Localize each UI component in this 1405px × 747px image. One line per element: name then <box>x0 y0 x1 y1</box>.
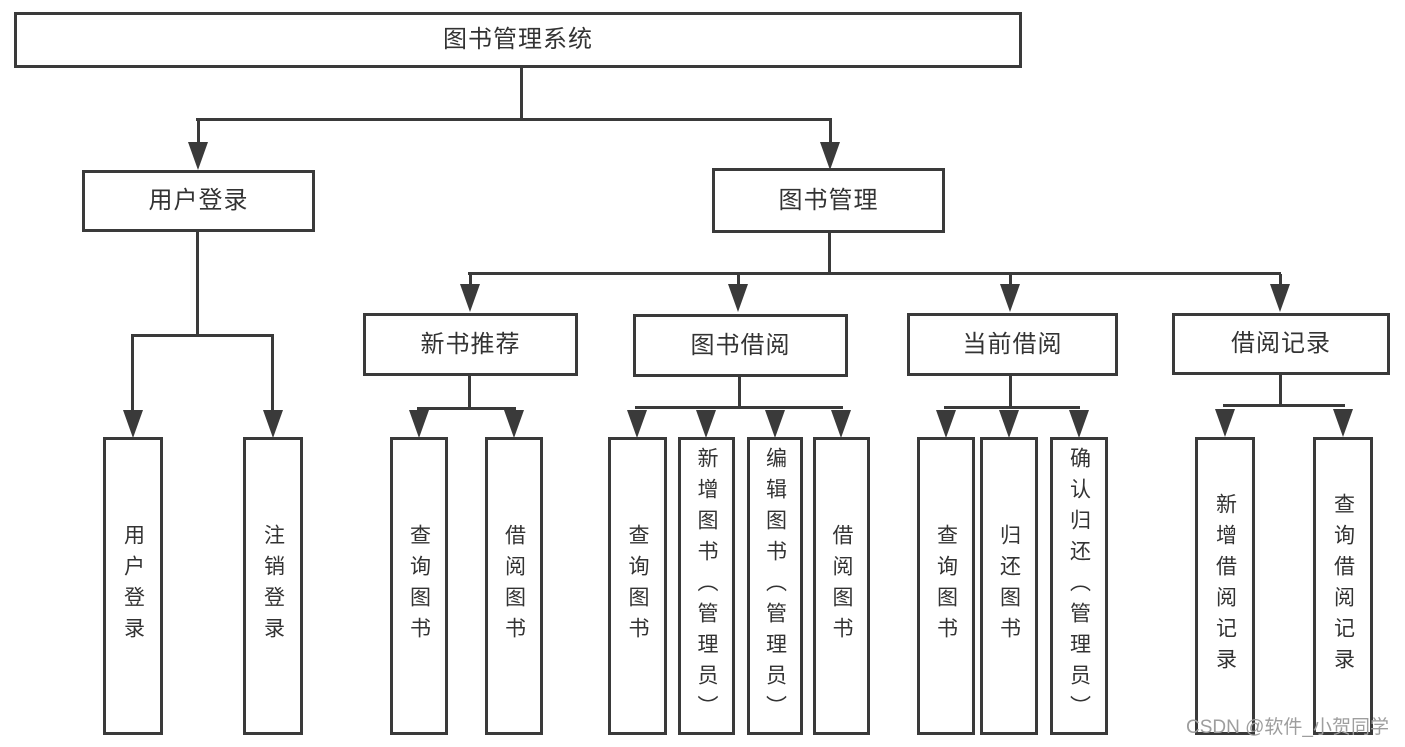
connector-book-borrow-rail <box>635 406 843 409</box>
connector-drop-current-borrow <box>1009 274 1012 286</box>
arrowhead-book-mgmt <box>820 142 840 170</box>
node-current-borrow-label: 当前借阅 <box>962 330 1063 358</box>
leaf-query-book-3-label: 查询图书 <box>934 524 958 648</box>
node-user-login-label: 用户登录 <box>148 187 249 214</box>
leaf-query-book-3: 查询图书 <box>917 437 975 735</box>
leaf-user-login: 用户登录 <box>103 437 163 735</box>
leaf-return-book-label: 归还图书 <box>997 524 1021 648</box>
leaf-add-book-admin-label: 新增图书（管理员） <box>695 446 718 726</box>
node-root: 图书管理系统 <box>14 12 1022 68</box>
node-current-borrow: 当前借阅 <box>907 313 1118 376</box>
arrowhead-borrow-record <box>1270 284 1290 312</box>
connector-drop-leaf-logout <box>271 336 274 412</box>
arrowhead-user-login <box>188 142 208 170</box>
node-book-management: 图书管理 <box>712 168 945 233</box>
leaf-user-login-label: 用户登录 <box>121 524 145 648</box>
connector-drop-leaf-user-login <box>131 336 134 412</box>
connector-current-borrow-rail <box>944 406 1080 409</box>
connector-book-mgmt-stem <box>828 233 831 275</box>
node-root-label: 图书管理系统 <box>443 26 593 53</box>
leaf-query-book-1: 查询图书 <box>390 437 448 735</box>
node-book-management-label: 图书管理 <box>778 186 879 214</box>
leaf-query-borrow-record: 查询借阅记录 <box>1313 437 1373 735</box>
leaf-return-book: 归还图书 <box>980 437 1038 735</box>
leaf-logout-label: 注销登录 <box>261 524 285 648</box>
leaf-add-borrow-record: 新增借阅记录 <box>1195 437 1255 735</box>
node-new-book-recommend-label: 新书推荐 <box>420 330 521 358</box>
watermark: CSDN @软件_小贺同学 <box>1186 717 1389 738</box>
arrowhead-leaf-query-book-2 <box>627 410 647 438</box>
leaf-confirm-return-admin-label: 确认归还（管理员） <box>1067 446 1091 726</box>
arrowhead-leaf-borrow-book-2 <box>831 410 851 438</box>
connector-current-borrow-stem <box>1009 376 1012 409</box>
arrowhead-leaf-add-record <box>1215 409 1235 437</box>
connector-drop-user-login <box>197 120 200 144</box>
connector-drop-new-book-rec <box>469 274 472 286</box>
connector-borrow-records-stem <box>1279 375 1282 407</box>
leaf-edit-book-admin-label: 编辑图书（管理员） <box>763 446 787 726</box>
connector-root-rail <box>196 118 832 121</box>
leaf-edit-book-admin: 编辑图书（管理员） <box>747 437 803 735</box>
arrowhead-leaf-edit-book <box>765 410 785 438</box>
node-user-login: 用户登录 <box>82 170 315 232</box>
leaf-confirm-return-admin: 确认归还（管理员） <box>1050 437 1108 735</box>
connector-drop-borrow-record <box>1279 274 1282 286</box>
leaf-borrow-book-1-label: 借阅图书 <box>502 524 526 648</box>
arrowhead-new-book-rec <box>460 284 480 312</box>
arrowhead-current-borrow <box>1000 284 1020 312</box>
leaf-add-book-admin: 新增图书（管理员） <box>678 437 735 735</box>
arrowhead-leaf-user-login <box>123 410 143 438</box>
connector-book-borrow-stem <box>738 377 741 409</box>
arrowhead-leaf-query-book-3 <box>936 410 956 438</box>
leaf-borrow-book-1: 借阅图书 <box>485 437 543 735</box>
arrowhead-leaf-query-book-1 <box>409 410 429 438</box>
node-borrow-records-label: 借阅记录 <box>1231 330 1331 357</box>
connector-drop-book-borrow <box>737 274 740 286</box>
leaf-query-borrow-record-label: 查询借阅记录 <box>1331 493 1355 679</box>
leaf-borrow-book-2-label: 借阅图书 <box>830 524 853 648</box>
leaf-query-book-2-label: 查询图书 <box>626 524 649 648</box>
arrowhead-leaf-borrow-book-1 <box>504 410 524 438</box>
connector-user-login-stem <box>196 232 199 337</box>
connector-borrow-records-rail <box>1223 404 1345 407</box>
leaf-borrow-book-2: 借阅图书 <box>813 437 870 735</box>
arrowhead-leaf-add-book <box>696 410 716 438</box>
node-book-borrow: 图书借阅 <box>633 314 848 377</box>
connector-book-mgmt-rail <box>468 272 1281 275</box>
leaf-query-book-2: 查询图书 <box>608 437 667 735</box>
connector-root-stem <box>520 68 523 120</box>
node-book-borrow-label: 图书借阅 <box>690 331 791 359</box>
connector-new-book-rec-rail <box>417 407 516 410</box>
node-borrow-records: 借阅记录 <box>1172 313 1390 375</box>
connector-drop-book-mgmt <box>829 120 832 144</box>
connector-new-book-rec-stem <box>468 376 471 410</box>
arrowhead-leaf-return-book <box>999 410 1019 438</box>
arrowhead-leaf-logout <box>263 410 283 438</box>
arrowhead-leaf-confirm-return <box>1069 410 1089 438</box>
leaf-logout: 注销登录 <box>243 437 303 735</box>
arrowhead-book-borrow <box>728 284 748 312</box>
node-new-book-recommend: 新书推荐 <box>363 313 578 376</box>
connector-user-login-rail <box>131 334 274 337</box>
leaf-query-book-1-label: 查询图书 <box>407 524 431 648</box>
arrowhead-leaf-query-record <box>1333 409 1353 437</box>
leaf-add-borrow-record-label: 新增借阅记录 <box>1213 493 1237 679</box>
